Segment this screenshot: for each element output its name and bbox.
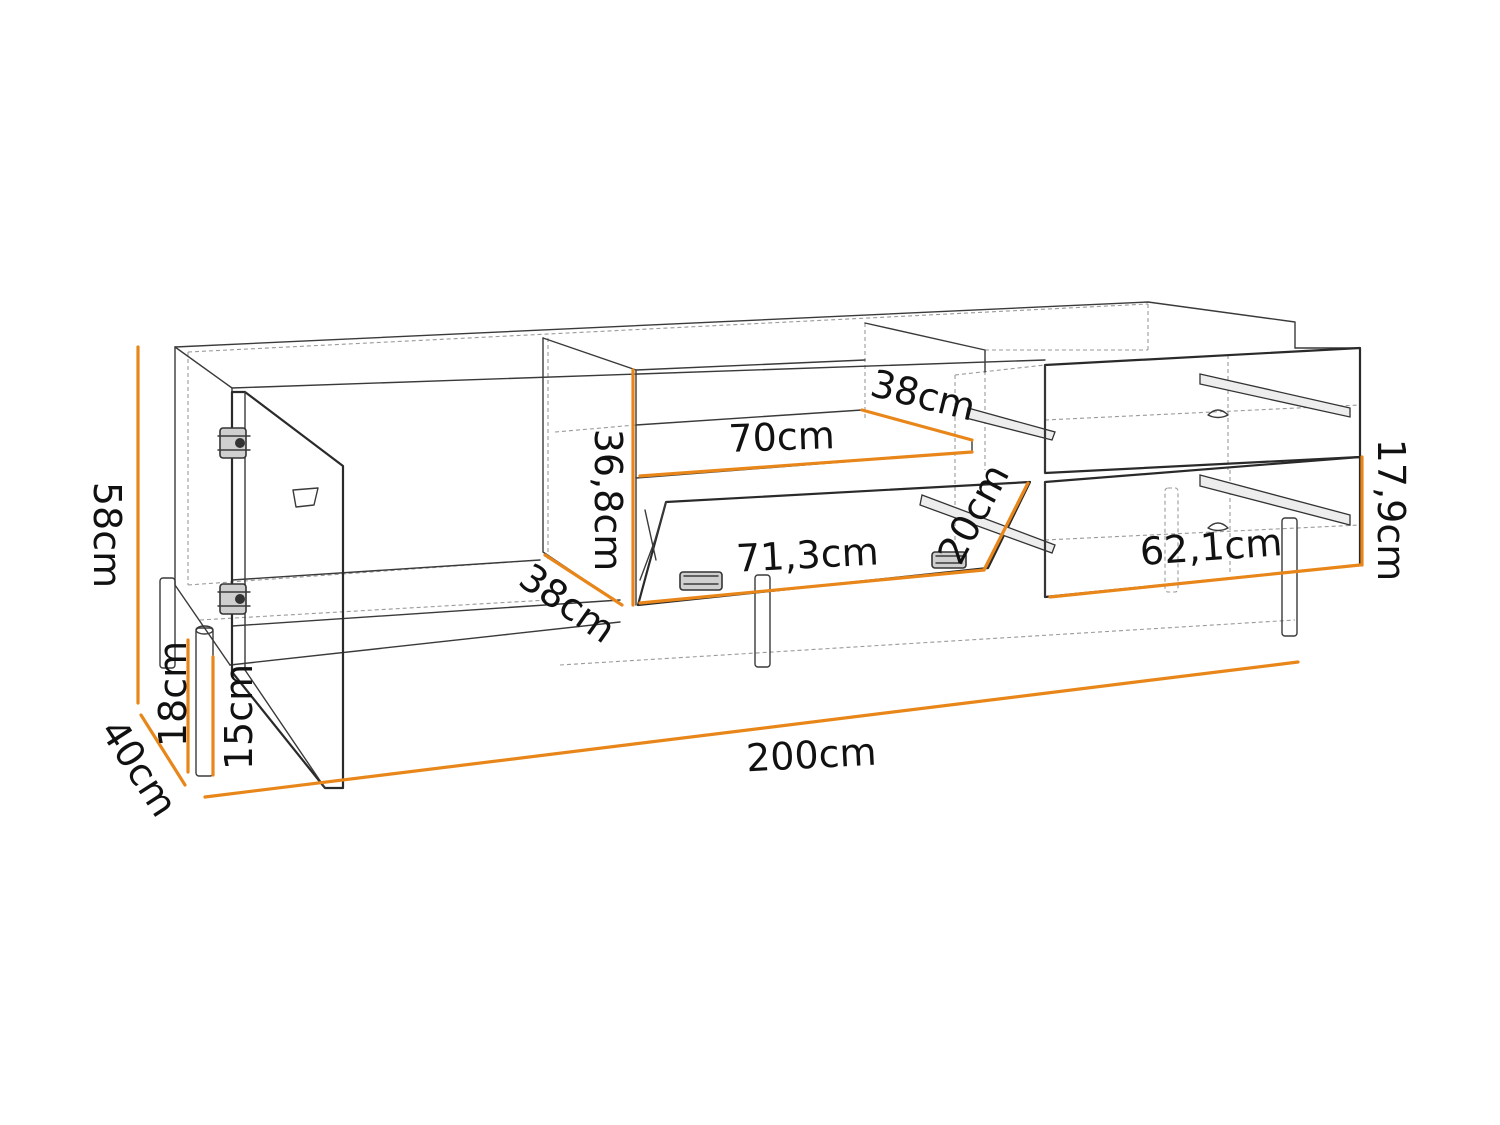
dimension-lines: [136, 345, 1364, 799]
dim-line-62-1cm: [1048, 563, 1362, 599]
hinge-bottom-icon: [217, 583, 251, 615]
leg-back-left: [159, 577, 176, 669]
label-leg-height: 15cm: [217, 664, 261, 770]
dim-line-71-3cm: [638, 568, 986, 605]
cabinet-carcass: [174, 301, 1361, 666]
hidden-edges: [187, 303, 1361, 666]
upper-drawer: [1043, 346, 1362, 475]
drawer-rails-middle: [919, 407, 1056, 554]
dim-line-40cm: [139, 713, 187, 787]
dim-line-70cm: [638, 450, 974, 478]
dim-line-20cm: [982, 481, 1030, 572]
dim-line-38cm-shelf: [860, 408, 974, 442]
label-shelf-depth: 38cm: [866, 361, 980, 429]
dim-line-38cm-compartment: [543, 553, 624, 607]
upper-drawer-handle-icon: [1207, 409, 1229, 419]
legs: [159, 487, 1298, 777]
dim-line-200cm: [203, 660, 1300, 799]
label-compartment-height: 36,8cm: [586, 429, 630, 572]
leg-front-left: [195, 625, 214, 777]
hinge-top-icon: [217, 427, 251, 459]
label-drawer-height: 17,9cm: [1369, 439, 1413, 582]
label-flap-width: 71,3cm: [735, 529, 880, 580]
label-drawer-width: 62,1cm: [1138, 520, 1283, 574]
door-handle-icon: [292, 487, 319, 508]
lower-drawer-handle-icon: [1207, 522, 1229, 532]
label-width-total: 200cm: [745, 730, 878, 781]
flap-hinge-right-icon: [931, 551, 967, 569]
leg-center-back: [1164, 487, 1179, 593]
leg-right: [1281, 517, 1298, 637]
label-shelf-width: 70cm: [728, 413, 836, 461]
label-height-total: 58cm: [85, 482, 129, 588]
flap-door: [636, 480, 1032, 607]
leg-center: [754, 574, 771, 668]
left-door: [217, 390, 345, 790]
label-leg-clearance: 18cm: [151, 641, 195, 747]
flap-hinge-left-icon: [679, 571, 723, 591]
label-flap-depth: 20cm: [929, 457, 1018, 571]
